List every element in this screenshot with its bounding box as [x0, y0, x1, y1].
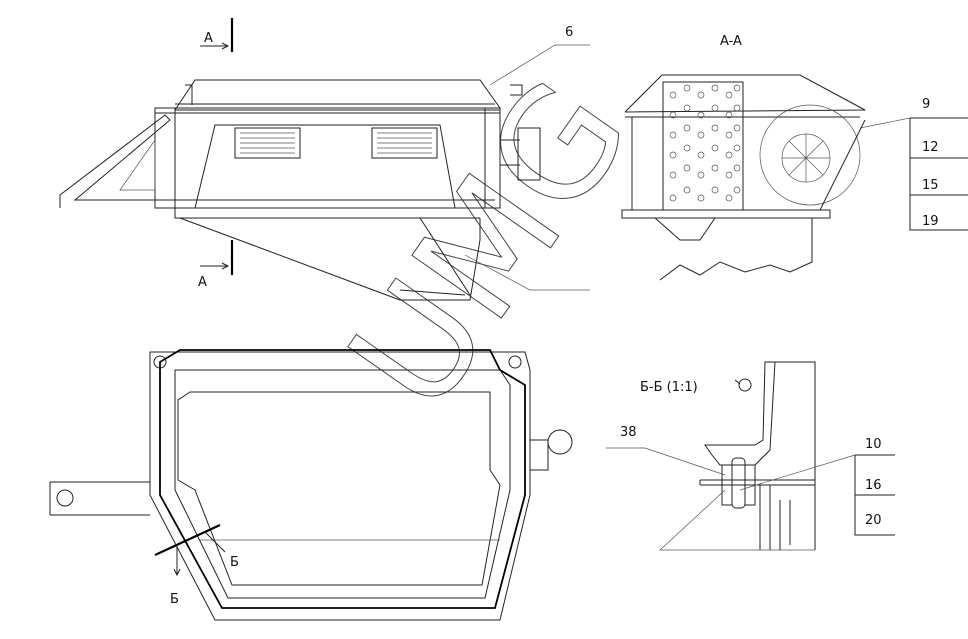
section-mark-a-bottom: A: [198, 275, 207, 290]
callout-16: 16: [865, 478, 882, 493]
section-bb-title: Б-Б (1:1): [640, 380, 698, 395]
callout-20: 20: [865, 513, 882, 528]
section-aa: A-A 9 12 15 19: [621, 34, 968, 281]
callout-12: 12: [922, 140, 939, 155]
vent-grille-left: [234, 127, 301, 159]
plan-view: Б Б: [49, 349, 573, 621]
callout-38: 38: [620, 425, 637, 440]
section-bb: Б-Б (1:1) 38 10 16 20: [606, 361, 895, 551]
callout-19: 19: [922, 214, 939, 229]
blower-housing: [759, 104, 861, 206]
heater-core-holes: [669, 84, 741, 202]
section-mark-a-top: A: [204, 31, 213, 46]
vent-grille-right: [371, 127, 438, 159]
rotated-view-icon: [738, 378, 752, 392]
callout-6: 6: [565, 25, 573, 40]
section-aa-title: A-A: [720, 34, 742, 49]
section-mark-b-1: Б: [230, 555, 239, 570]
front-view: 6 A A: [59, 18, 590, 301]
callout-9: 9: [922, 97, 930, 112]
section-mark-b-2: Б: [170, 592, 179, 607]
callout-10: 10: [865, 437, 882, 452]
callout-15: 15: [922, 178, 939, 193]
